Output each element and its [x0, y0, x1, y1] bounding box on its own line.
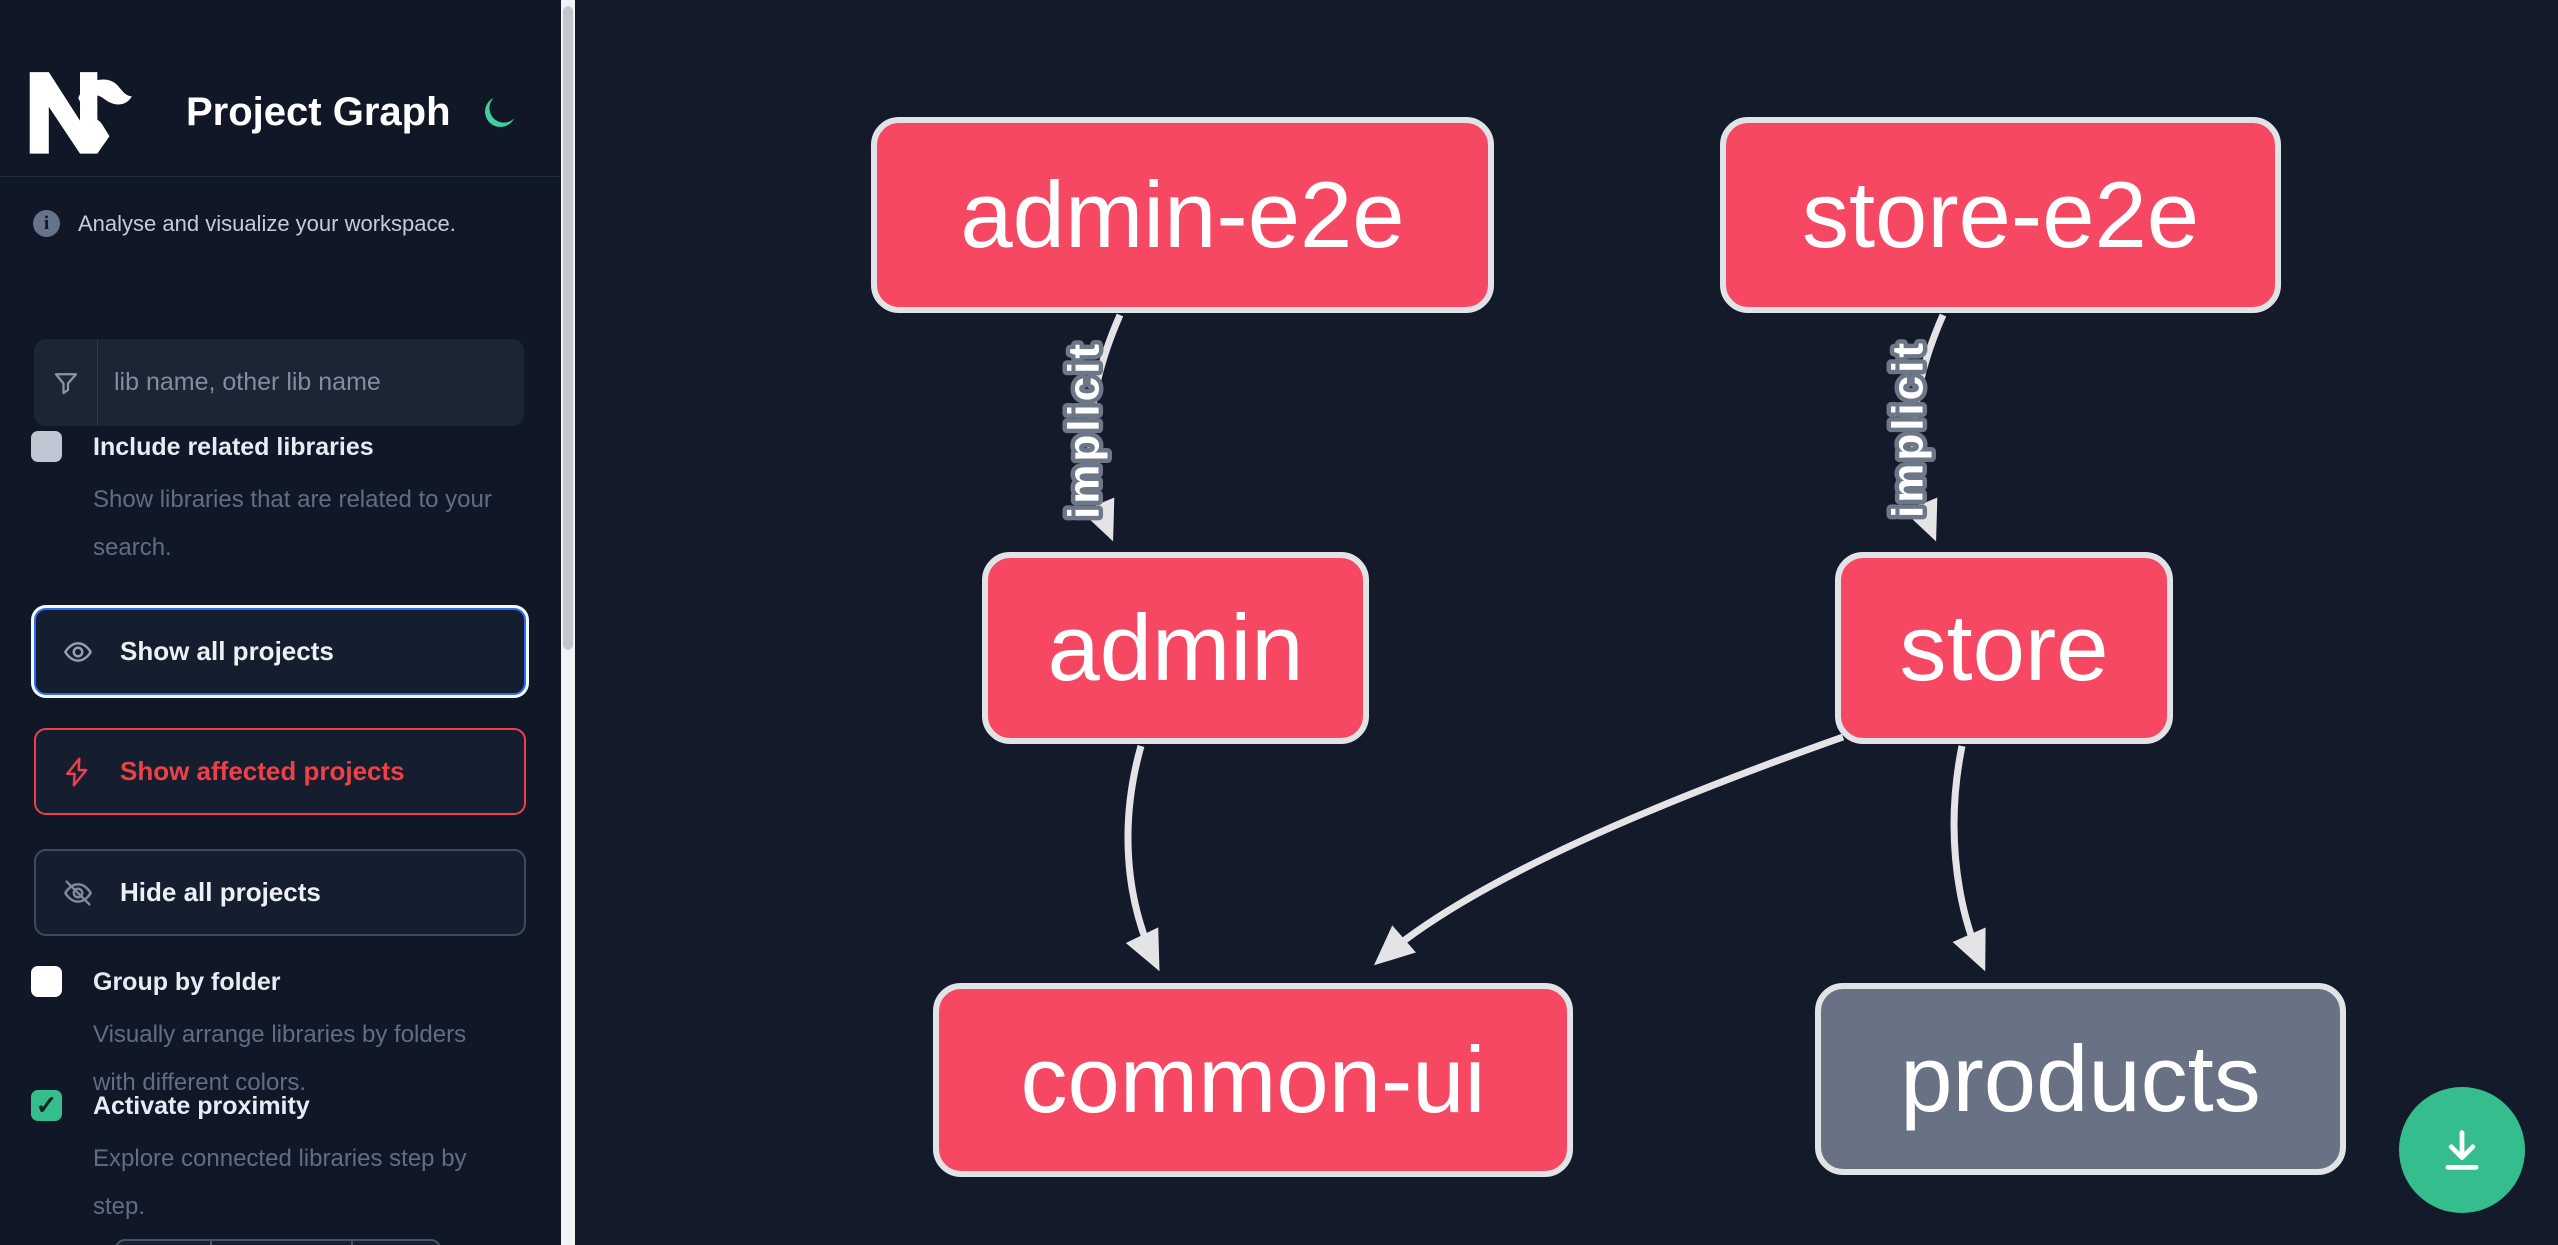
activate-proximity-description: Explore connected libraries step by step…	[93, 1145, 467, 1220]
graph-node-store-e2e[interactable]: store-e2e	[1720, 117, 2281, 313]
group-by-folder-description: Visually arrange libraries by folders wi…	[93, 1021, 467, 1096]
graph-edge-admin-common-ui	[1124, 745, 1160, 972]
sidebar-header: Project Graph	[0, 0, 561, 177]
show-all-projects-button[interactable]: Show all projects	[34, 608, 526, 695]
graph-edge-admin-e2e-admin	[1081, 313, 1124, 542]
include-related-checkbox[interactable]	[31, 431, 62, 462]
activate-proximity-toggle: ✓ Activate proximity Explore connected l…	[31, 1087, 501, 1231]
show-affected-projects-button[interactable]: Show affected projects	[34, 728, 526, 815]
include-related-description: Show libraries that are related to your …	[93, 486, 492, 561]
hide-all-projects-label: Hide all projects	[120, 877, 321, 907]
download-graph-button[interactable]	[2399, 1087, 2525, 1213]
proximity-depth-control	[115, 1239, 441, 1245]
proximity-depth-value	[212, 1241, 353, 1245]
activate-proximity-label: Activate proximity	[93, 1092, 310, 1120]
group-by-folder-checkbox[interactable]	[31, 966, 62, 997]
group-by-folder-label: Group by folder	[93, 968, 281, 996]
graph-node-products[interactable]: products	[1815, 983, 2346, 1175]
show-all-projects-label: Show all projects	[120, 636, 334, 666]
filter-funnel-icon	[34, 339, 98, 426]
download-icon	[2445, 1130, 2479, 1170]
tagline-row: i Analyse and visualize your workspace.	[33, 210, 456, 237]
sidebar-scrollbar-track	[561, 0, 575, 1245]
graph-node-admin-e2e[interactable]: admin-e2e	[871, 117, 1494, 313]
eye-off-icon	[64, 879, 92, 906]
include-related-toggle: Include related libraries Show libraries…	[31, 428, 501, 572]
edge-label-implicit: implicit	[1884, 340, 1933, 518]
info-icon: i	[33, 210, 60, 237]
proximity-depth-increment[interactable]	[353, 1241, 439, 1245]
sidebar: Project Graph i Analyse and visualize yo…	[0, 0, 561, 1245]
graph-edge-store-products	[1950, 745, 1986, 972]
sidebar-scrollbar-thumb[interactable]	[563, 6, 573, 650]
eye-icon	[64, 641, 92, 662]
nx-logo-icon	[29, 72, 132, 154]
lightning-bolt-icon	[66, 756, 88, 787]
graph-edge-store-e2e-store	[1904, 313, 1947, 542]
graph-node-common-ui[interactable]: common-ui	[933, 983, 1573, 1177]
graph-edge-store-common-ui	[1373, 733, 1845, 966]
search-box	[34, 339, 524, 426]
search-input[interactable]	[98, 339, 524, 426]
page-title: Project Graph	[186, 90, 451, 134]
hide-all-projects-button[interactable]: Hide all projects	[34, 849, 526, 936]
graph-node-store[interactable]: store	[1835, 552, 2173, 744]
include-related-label: Include related libraries	[93, 433, 374, 461]
edge-label-implicit: implicit	[1060, 341, 1109, 519]
show-affected-projects-label: Show affected projects	[120, 756, 405, 786]
proximity-depth-decrement[interactable]	[117, 1241, 213, 1245]
dark-mode-moon-icon[interactable]	[478, 94, 518, 134]
tagline-text: Analyse and visualize your workspace.	[78, 210, 456, 236]
group-by-folder-toggle: Group by folder Visually arrange librari…	[31, 963, 501, 1107]
graph-node-admin[interactable]: admin	[982, 552, 1369, 744]
activate-proximity-checkbox[interactable]: ✓	[31, 1090, 62, 1121]
